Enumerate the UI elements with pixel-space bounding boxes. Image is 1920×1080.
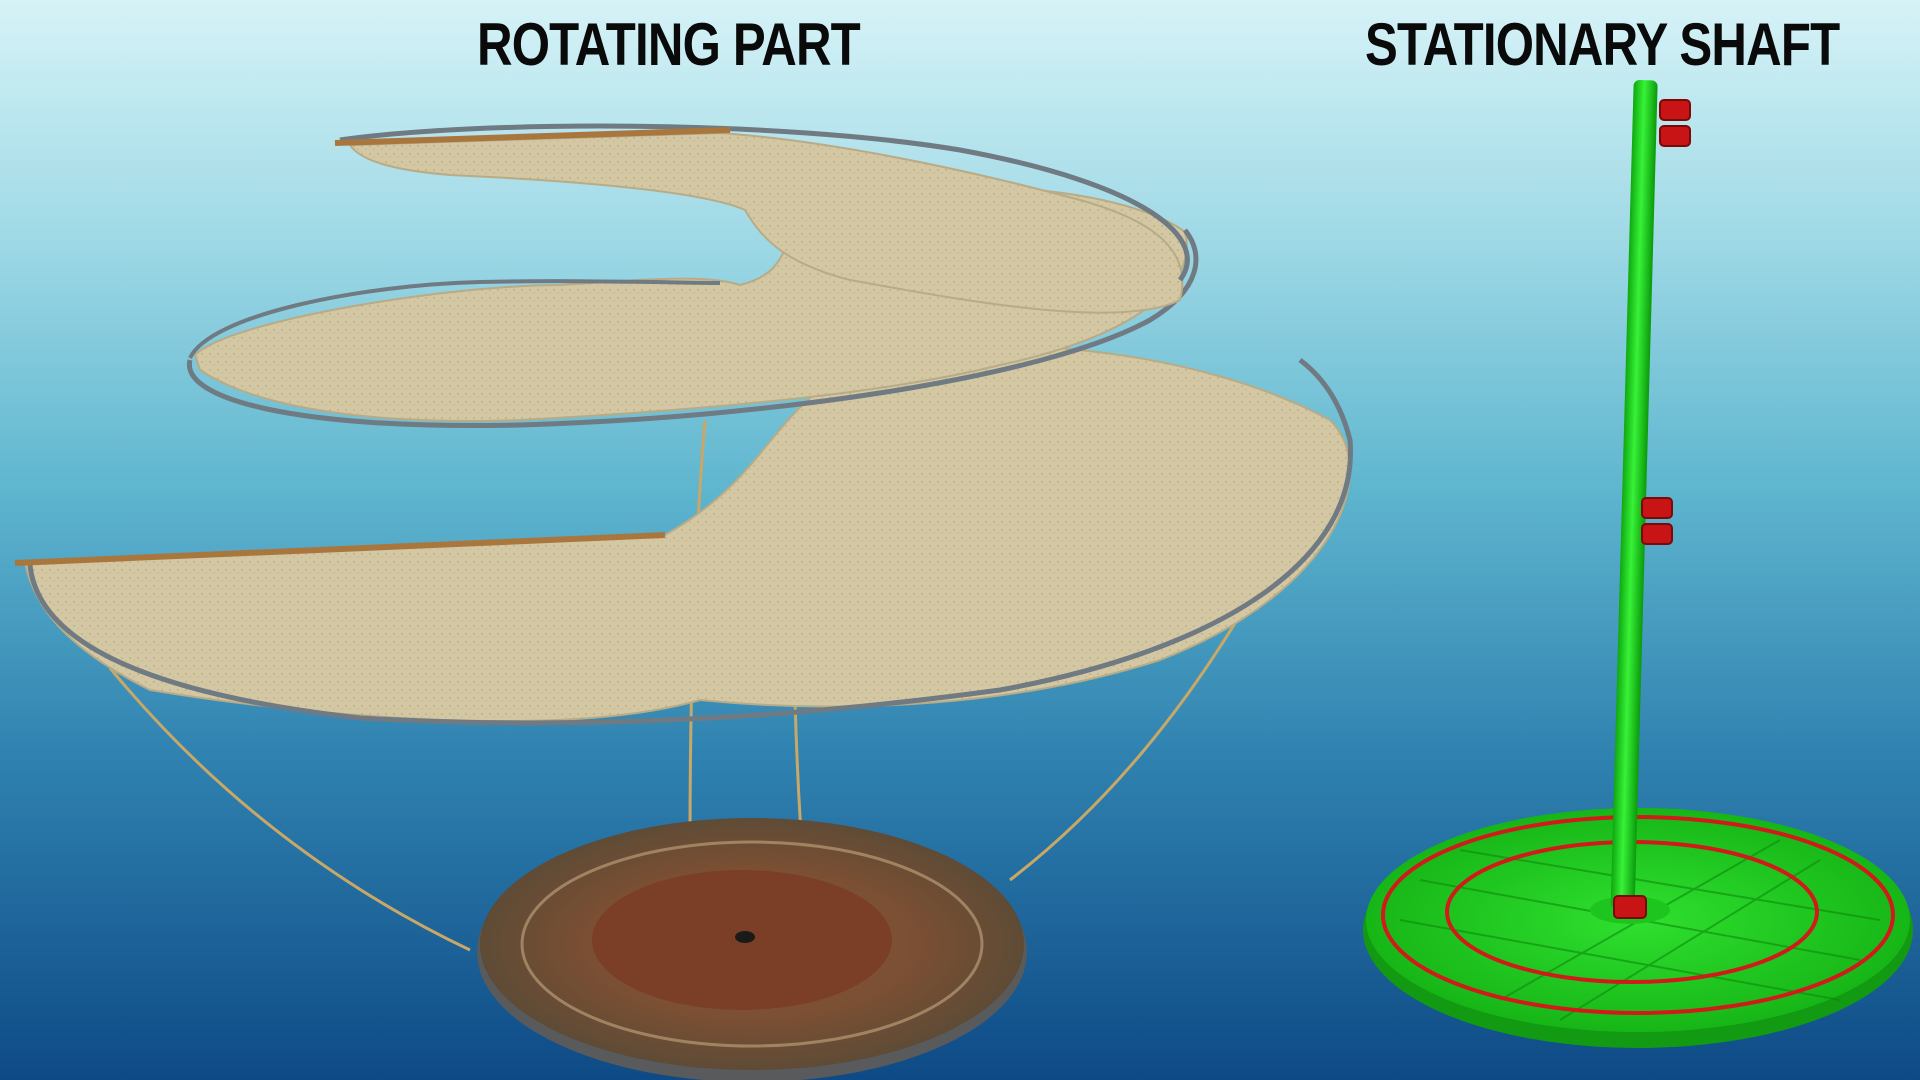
- stationary-shaft-label: STATIONARY SHAFT: [1365, 11, 1840, 78]
- wooden-platform: [477, 818, 1027, 1080]
- green-base-disc: [1363, 808, 1913, 1048]
- green-shaft: [1610, 79, 1658, 911]
- top-sail: [348, 131, 1184, 314]
- rotating-part: [14, 123, 1353, 1080]
- stationary-shaft: [1363, 79, 1913, 1048]
- rotating-part-label: ROTATING PART: [477, 11, 861, 78]
- shaft-rings: [1613, 99, 1691, 919]
